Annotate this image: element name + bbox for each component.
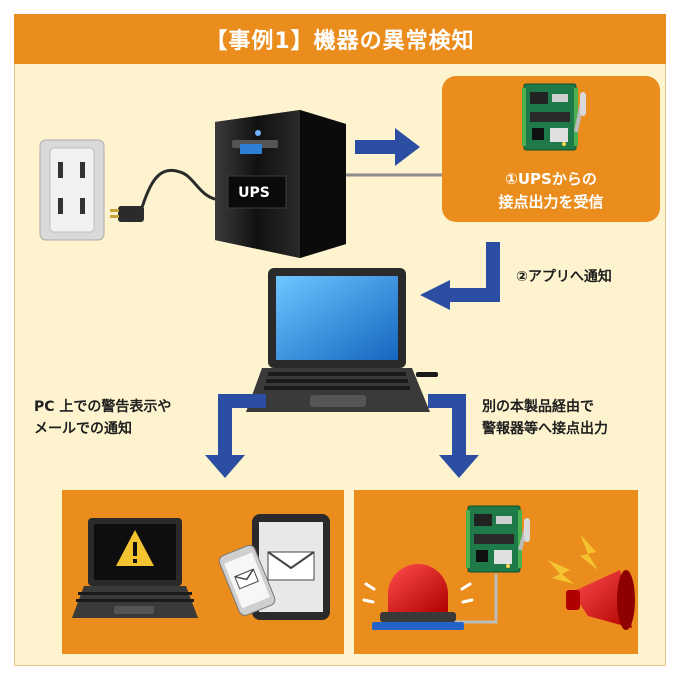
- right-branch-line1: 別の本製品経由で: [482, 399, 594, 415]
- alarm-light-icon: [362, 564, 474, 630]
- wall-outlet-icon: [39, 139, 105, 241]
- arrow-laptop-to-pc-alert: [205, 394, 266, 478]
- page-title: 【事例1】機器の異常検知: [205, 29, 475, 54]
- arrow-ups-to-board: [355, 128, 420, 166]
- step2-label: ②アプリへ通知: [516, 269, 612, 285]
- power-cable: [138, 168, 223, 215]
- power-plug-icon: [110, 206, 144, 222]
- io-board-icon-2: [465, 505, 530, 573]
- left-branch-line2: メールでの通知: [34, 421, 132, 437]
- ups-icon: [215, 110, 346, 258]
- right-branch-label: 別の本製品経由で 警報器等へ接点出力: [482, 396, 608, 440]
- io-board-icon: [521, 83, 586, 151]
- step1-label: ①UPSからの 接点出力を受信: [442, 168, 660, 214]
- left-branch-line1: PC 上での警告表示や: [34, 399, 172, 415]
- tablet-mail-icon: [252, 514, 330, 620]
- siren-horn-icon: [548, 534, 635, 630]
- arrow-board-to-laptop: [420, 242, 500, 310]
- title-bar: 【事例1】機器の異常検知: [14, 14, 666, 64]
- right-branch-line2: 警報器等へ接点出力: [482, 421, 608, 437]
- step1-line1: ①UPSからの: [505, 170, 597, 188]
- smartphone-icon: [218, 544, 276, 616]
- warning-icon: [116, 530, 154, 566]
- left-branch-label: PC 上での警告表示や メールでの通知: [34, 396, 171, 440]
- arrow-laptop-to-alarm: [428, 394, 479, 478]
- ups-label: UPS: [238, 185, 270, 201]
- laptop-icon: [246, 268, 438, 412]
- alarm-cable: [452, 574, 498, 624]
- step1-line2: 接点出力を受信: [498, 193, 604, 211]
